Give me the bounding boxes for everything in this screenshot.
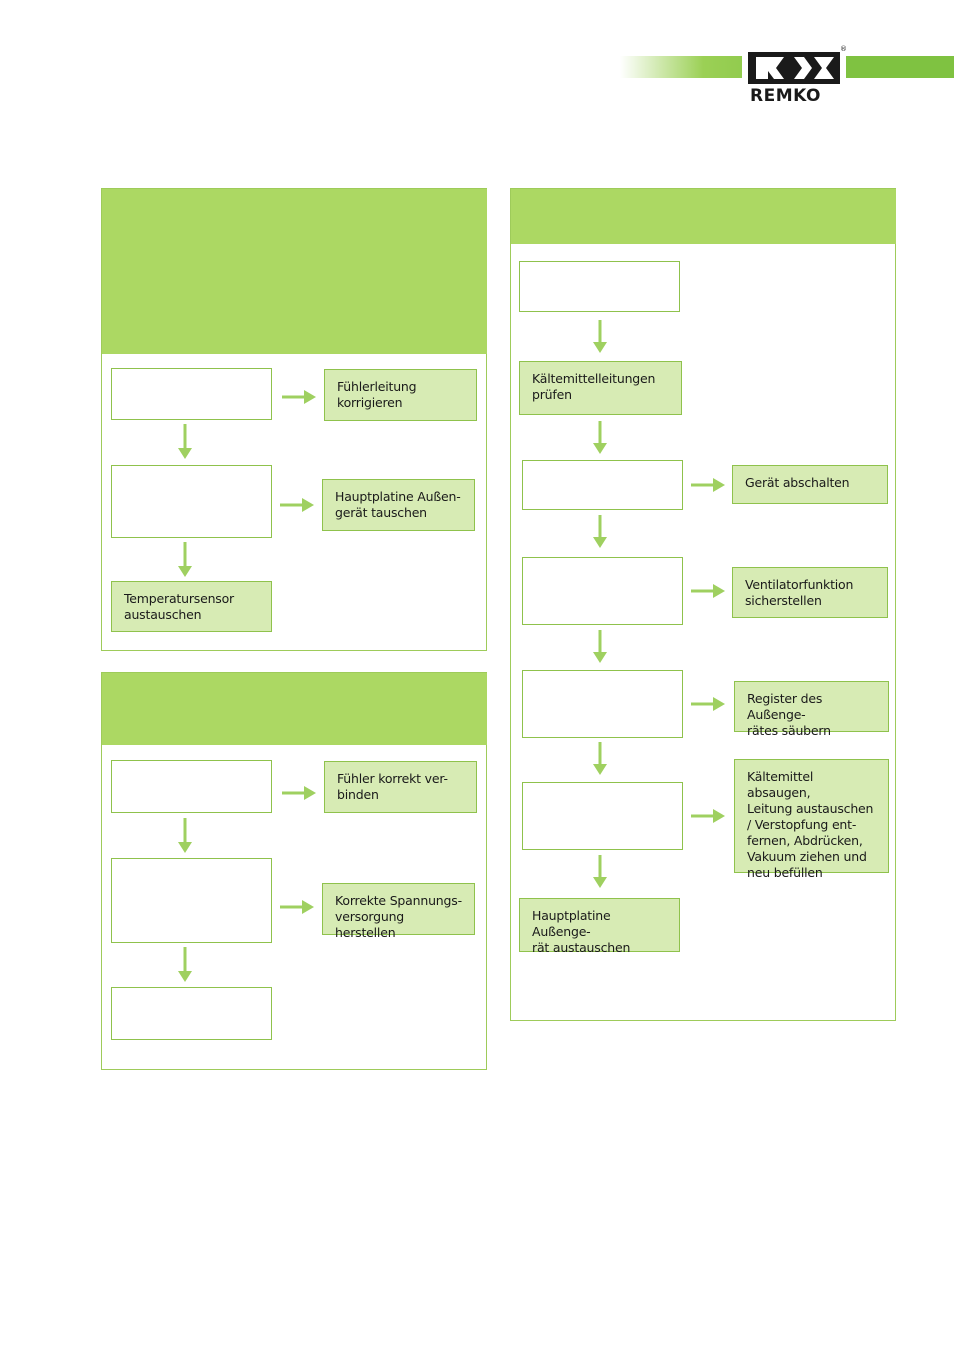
panel-c-action-1: Gerät abschalten xyxy=(732,465,888,504)
panel-a-action-3: Temperatursensor austauschen xyxy=(111,581,272,632)
panel-c-check-3 xyxy=(522,460,683,510)
arrow-right-icon xyxy=(691,584,725,598)
panel-c-action-4: Kältemittel absaugen, Leitung austausche… xyxy=(734,759,889,880)
panel-b-check-3 xyxy=(111,987,272,1040)
remko-logo-mark xyxy=(748,52,840,84)
panel-c-action-3: Register des Außenge- rätes säubern xyxy=(734,681,889,738)
arrow-right-icon xyxy=(282,390,316,404)
arrow-right-icon xyxy=(691,478,725,492)
arrow-right-icon xyxy=(282,786,316,800)
panel-a-check-1 xyxy=(111,368,272,420)
panel-a-action-2: Hauptplatine Außen- gerät tauschen xyxy=(322,479,475,531)
arrow-down-icon xyxy=(593,855,607,888)
arrow-right-icon xyxy=(691,697,725,711)
arrow-right-icon xyxy=(280,900,314,914)
panel-c-check-1 xyxy=(519,261,680,312)
panel-b-action-2: Korrekte Spannungs- versorgung herstelle… xyxy=(322,883,475,940)
panel-b-check-1 xyxy=(111,760,272,813)
arrow-down-icon xyxy=(178,542,192,577)
arrow-down-icon xyxy=(178,424,192,459)
panel-c-step-2: Kältemittelleitungen prüfen xyxy=(519,361,682,415)
arrow-down-icon xyxy=(593,630,607,663)
arrow-down-icon xyxy=(178,818,192,853)
remko-logo: REMKO ® xyxy=(742,45,847,108)
panel-b-action-1: Fühler korrekt ver- binden xyxy=(324,761,477,813)
registered-mark: ® xyxy=(840,45,847,53)
panel-c-check-6 xyxy=(522,782,683,850)
panel-a-action-1: Fühlerleitung korrigieren xyxy=(324,369,477,421)
panel-b-header xyxy=(102,673,487,745)
arrow-down-icon xyxy=(593,421,607,454)
arrow-down-icon xyxy=(178,947,192,982)
panel-c-check-5 xyxy=(522,670,683,738)
arrow-right-icon xyxy=(691,809,725,823)
panel-b-check-2 xyxy=(111,858,272,943)
logo-wordmark: REMKO xyxy=(750,86,821,106)
arrow-down-icon xyxy=(593,515,607,548)
panel-a-check-2 xyxy=(111,465,272,538)
arrow-down-icon xyxy=(593,742,607,775)
panel-c-final: Hauptplatine Außenge- rät austauschen xyxy=(519,898,680,955)
panel-c-header xyxy=(511,189,896,244)
panel-c-action-2: Ventilatorfunktion sicherstellen xyxy=(732,567,888,618)
panel-a-header xyxy=(102,189,487,354)
arrow-right-icon xyxy=(280,498,314,512)
panel-c-check-4 xyxy=(522,557,683,625)
arrow-down-icon xyxy=(593,320,607,353)
